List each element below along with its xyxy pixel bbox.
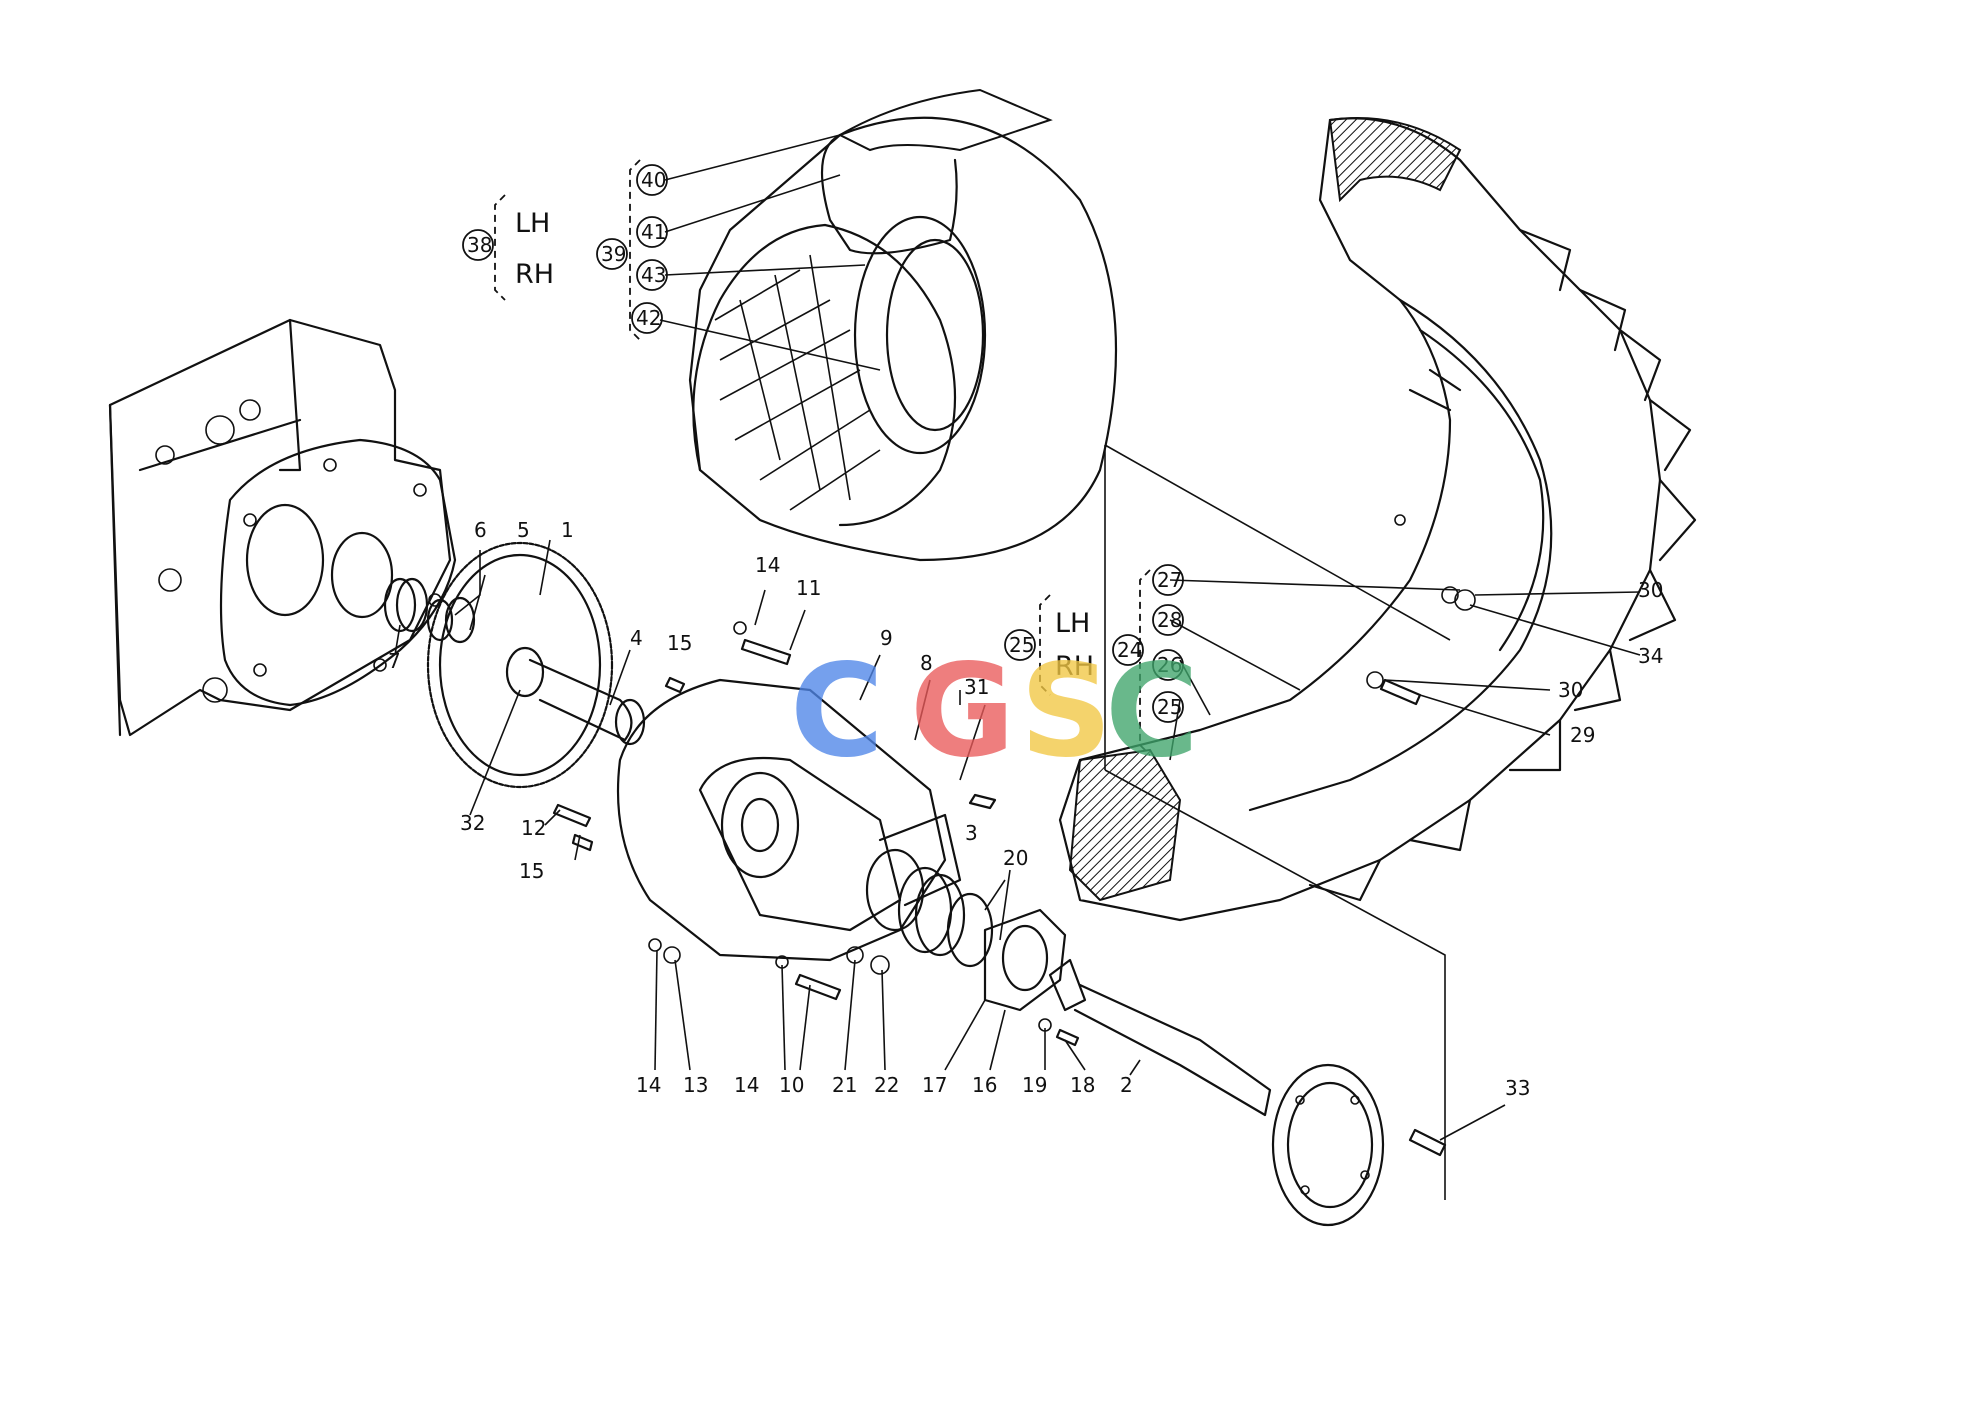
part-label: 16 xyxy=(972,1073,997,1097)
leader-lines xyxy=(394,134,1641,1141)
part-label: 20 xyxy=(1003,846,1028,870)
assembly-bracket-lines xyxy=(1104,444,1451,1200)
part-label: 41 xyxy=(641,220,666,244)
axle-shaft-2 xyxy=(1048,958,1385,1227)
part-label: 11 xyxy=(796,576,821,600)
svg-text:38: 38 xyxy=(467,233,492,257)
watermark-letter: C xyxy=(1105,637,1199,786)
wheel-stud-33 xyxy=(1408,1128,1447,1157)
part-label: 12 xyxy=(521,816,546,840)
part-label: 32 xyxy=(460,811,485,835)
part-label: 42 xyxy=(636,306,661,330)
part-label: 14 xyxy=(755,553,780,577)
gear-shaft-4 xyxy=(528,658,646,746)
part-label: 27 xyxy=(1157,568,1182,592)
part-label: 21 xyxy=(832,1073,857,1097)
bearing-retainer-16 xyxy=(983,908,1067,1012)
final-drive-housing xyxy=(616,678,962,962)
watermark: C G S C xyxy=(790,637,1199,786)
part-label: 43 xyxy=(641,263,666,287)
part-label: 4 xyxy=(630,626,643,650)
part-label: 34 xyxy=(1638,644,1663,668)
part-label: 3 xyxy=(965,821,978,845)
part-label: 10 xyxy=(779,1073,804,1097)
part-label: 31 xyxy=(964,675,989,699)
group-label-25: 25 LH RH xyxy=(1009,608,1094,682)
rear-tire xyxy=(1058,117,1697,922)
fasteners xyxy=(552,621,1080,1047)
sub-label-24: 24 xyxy=(1117,638,1142,662)
lh-label: LH xyxy=(1055,608,1090,639)
rh-label: RH xyxy=(1055,651,1094,682)
label-circles xyxy=(462,164,1184,723)
front-tire xyxy=(688,88,1118,562)
sub-label-39: 39 xyxy=(601,242,626,266)
svg-text:25: 25 xyxy=(1009,633,1034,657)
part-label: 19 xyxy=(1022,1073,1047,1097)
watermark-letter: G xyxy=(910,637,1015,786)
group-label-38: 38 LH RH xyxy=(467,208,554,290)
part-label: 7 xyxy=(388,649,401,673)
watermark-letter: C xyxy=(790,637,884,786)
part-label: 9 xyxy=(880,626,893,650)
part-label: 15 xyxy=(519,859,544,883)
drive-gear-1 xyxy=(426,541,614,789)
part-label: 40 xyxy=(641,168,666,192)
part-label: 14 xyxy=(636,1073,661,1097)
part-label: 2 xyxy=(1120,1073,1133,1097)
part-label: 17 xyxy=(922,1073,947,1097)
part-label: 15 xyxy=(667,631,692,655)
transmission-housing xyxy=(108,318,452,737)
part-label: 29 xyxy=(1570,723,1595,747)
lh-label: LH xyxy=(515,208,550,239)
part-label: 13 xyxy=(683,1073,708,1097)
part-label: 14 xyxy=(734,1073,759,1097)
part-label: 18 xyxy=(1070,1073,1095,1097)
part-label: 28 xyxy=(1157,608,1182,632)
part-number-labels: 1 2 3 4 5 6 7 8 9 10 11 12 13 14 14 14 1… xyxy=(388,168,1663,1100)
part-label: 6 xyxy=(474,518,487,542)
part-label: 25 xyxy=(1157,695,1182,719)
part-label: 30 xyxy=(1638,578,1663,602)
gasket-plate xyxy=(219,438,457,707)
group-brackets xyxy=(494,159,1151,756)
bearing-3 xyxy=(897,866,994,968)
part-label: 22 xyxy=(874,1073,899,1097)
rh-label: RH xyxy=(515,259,554,290)
part-label: 1 xyxy=(561,518,574,542)
part-label: 33 xyxy=(1505,1076,1530,1100)
part-label: 26 xyxy=(1157,653,1182,677)
watermark-letter: S xyxy=(1020,637,1112,786)
part-label: 30 xyxy=(1558,678,1583,702)
part-label: 5 xyxy=(517,518,530,542)
part-label: 8 xyxy=(920,651,933,675)
